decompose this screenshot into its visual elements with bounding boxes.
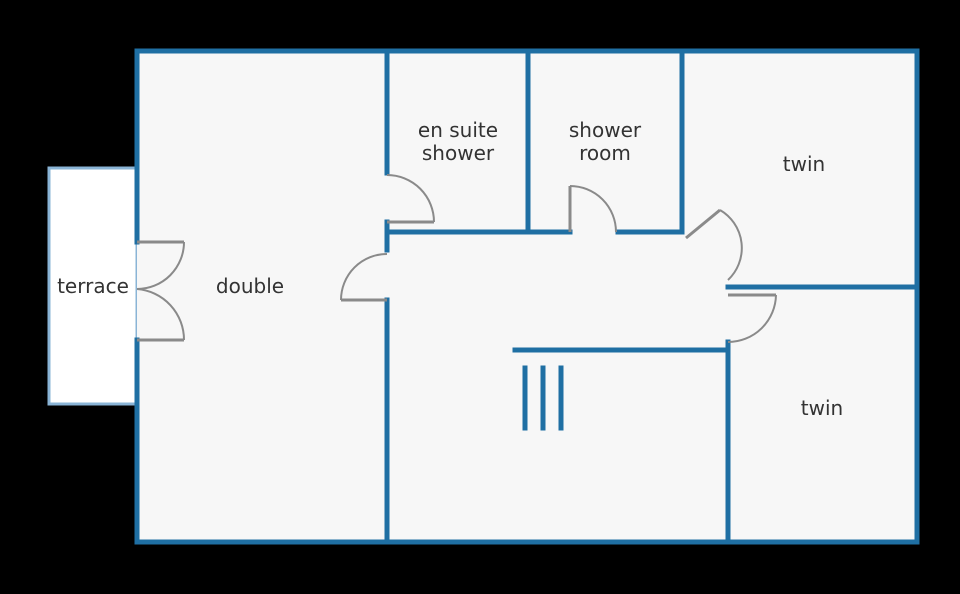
room-label-shower: shower (569, 118, 642, 142)
room-label-en-suite-shower: shower (422, 141, 495, 165)
stairs-icon (522, 365, 564, 431)
room-label-twin-upper: twin (783, 152, 825, 176)
twin-lower-door (727, 293, 777, 343)
room-label-en-suite: en suite (418, 118, 498, 142)
double-room-door (340, 253, 388, 302)
interior-walls (384, 48, 920, 545)
terrace-area (47, 166, 139, 406)
shower-room-door (568, 185, 617, 233)
room-label-terrace: terrace (57, 274, 129, 298)
room-label-double: double (216, 274, 284, 298)
twin-upper-door (685, 208, 743, 281)
en-suite-door (386, 174, 435, 224)
room-label-shower-room: room (579, 141, 631, 165)
terrace-double-door (136, 240, 186, 342)
room-label-twin-lower: twin (801, 396, 843, 420)
